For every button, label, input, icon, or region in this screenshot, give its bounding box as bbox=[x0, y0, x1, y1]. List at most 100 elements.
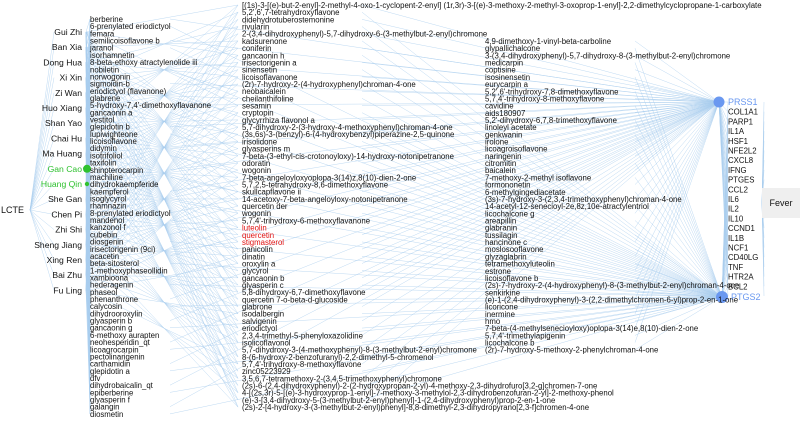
edge bbox=[718, 101, 729, 151]
edge bbox=[169, 198, 723, 298]
edge bbox=[169, 296, 723, 393]
compound-label: hederagenin bbox=[90, 281, 133, 290]
compound-label: didehydrotuberostemonine bbox=[242, 15, 334, 24]
compound-label: irisectorigenin a bbox=[242, 58, 297, 67]
edge bbox=[634, 101, 720, 171]
compound-label: licoisoflavanone bbox=[242, 73, 297, 82]
compound-label: medicarpin bbox=[485, 59, 523, 68]
compound-label: 4-[(2s,3r)-5-[(e)-3-hydroxyprop-1-enyl]-… bbox=[242, 389, 614, 398]
compound-label: dihydrobaicalin_qt bbox=[90, 381, 154, 390]
edge bbox=[85, 259, 239, 393]
compound-label: beta-sitosterol bbox=[90, 259, 139, 268]
compound-label: 2,3,4-trimethyl-5-phenyloxazolidine bbox=[242, 331, 363, 340]
edge bbox=[85, 183, 239, 365]
compound-label: 6-methylgingediacetate bbox=[485, 188, 566, 197]
edge bbox=[85, 155, 91, 291]
edge bbox=[361, 296, 723, 314]
edge bbox=[85, 244, 239, 257]
edge bbox=[85, 191, 91, 291]
compound-label: 3,5,6,7-tetramethoxy-2-(3,4,5-trimethoxy… bbox=[242, 374, 442, 383]
edge bbox=[169, 101, 720, 300]
edge bbox=[85, 31, 239, 56]
target-label: TNF bbox=[728, 263, 743, 272]
target-label: HTR2A bbox=[728, 273, 754, 282]
edge bbox=[361, 155, 723, 298]
edge bbox=[85, 62, 239, 185]
edge bbox=[634, 48, 723, 298]
compound-label: dinatin bbox=[242, 252, 265, 261]
compound-label: coptisine bbox=[485, 66, 516, 75]
edge bbox=[85, 169, 239, 230]
compound-label: dihydrokaempferide bbox=[90, 180, 158, 189]
compound-label: irolone bbox=[485, 138, 508, 147]
edge bbox=[169, 101, 720, 407]
edge bbox=[85, 153, 239, 293]
compound-label: glyasperin b bbox=[90, 317, 133, 326]
compound-label: femara bbox=[90, 29, 115, 38]
edge bbox=[85, 31, 239, 156]
edge bbox=[29, 47, 55, 211]
edge bbox=[85, 47, 239, 192]
edge bbox=[85, 138, 239, 357]
target-label: IL1A bbox=[728, 127, 745, 136]
target-label: IL2 bbox=[728, 205, 739, 214]
compound-label: cryptopin bbox=[242, 109, 274, 118]
edge bbox=[85, 92, 239, 99]
compound-label: sigmoidin-b bbox=[90, 80, 131, 89]
edge bbox=[361, 296, 723, 401]
edge bbox=[85, 31, 239, 106]
edge bbox=[29, 92, 55, 211]
edge bbox=[634, 101, 720, 214]
edge bbox=[85, 47, 239, 200]
edge bbox=[634, 148, 723, 298]
edge bbox=[634, 220, 723, 298]
compound-label: glabranin bbox=[485, 224, 517, 233]
edge bbox=[634, 296, 723, 307]
edge bbox=[361, 296, 723, 386]
edge bbox=[85, 40, 239, 154]
edge bbox=[29, 77, 55, 211]
edge bbox=[85, 290, 91, 407]
compound-label: odoratin bbox=[242, 159, 270, 168]
compound-label: 7-beta-(3-ethyl-cis-crotonoyloxy)-14-hyd… bbox=[242, 152, 454, 161]
edge bbox=[85, 275, 239, 379]
edge bbox=[634, 119, 723, 298]
compound-label: (e)-1-(2,4-dihydroxyphenyl)-3-(2,2-dimet… bbox=[485, 295, 738, 304]
edge bbox=[85, 191, 239, 261]
highlighted-compound-label: luteolin bbox=[242, 224, 267, 233]
edge bbox=[29, 153, 55, 211]
edge bbox=[361, 101, 720, 192]
edge bbox=[85, 33, 239, 215]
edge bbox=[85, 69, 239, 230]
herb-node-label: She Gan bbox=[48, 194, 82, 204]
compound-label: linoleyl acetate bbox=[485, 123, 537, 132]
compound-label: 7-beta-(4-methylsenecioyloxy)oplopa-3(14… bbox=[485, 324, 698, 333]
edge bbox=[634, 101, 720, 157]
compound-label: 5,7-dihydroxy-3-(4-methoxyphenyl)-8-(3-m… bbox=[242, 346, 477, 355]
edge bbox=[85, 107, 239, 135]
edge bbox=[85, 47, 239, 94]
fever-node-label: Fever bbox=[769, 198, 792, 208]
edge bbox=[361, 256, 723, 298]
edge bbox=[361, 270, 723, 298]
compound-label: hancinone c bbox=[485, 238, 527, 247]
compound-label: glycyrrhiza flavonol a bbox=[242, 116, 315, 125]
edge bbox=[85, 11, 239, 78]
edge bbox=[85, 40, 239, 48]
edge bbox=[85, 119, 239, 124]
edge bbox=[85, 199, 239, 300]
edge bbox=[169, 69, 723, 298]
edge bbox=[634, 101, 720, 243]
edge bbox=[634, 177, 723, 298]
edge bbox=[85, 290, 91, 300]
edge bbox=[634, 296, 723, 350]
edge bbox=[85, 107, 239, 336]
edge bbox=[634, 101, 720, 271]
highlighted-compound-label: quercetin bbox=[242, 231, 274, 240]
edge bbox=[169, 90, 723, 298]
edge bbox=[85, 83, 239, 109]
compound-label: neohesperidin_qt bbox=[90, 338, 151, 347]
edge bbox=[85, 126, 239, 170]
edge bbox=[85, 141, 239, 154]
compound-label: rhamnazin bbox=[90, 202, 126, 211]
